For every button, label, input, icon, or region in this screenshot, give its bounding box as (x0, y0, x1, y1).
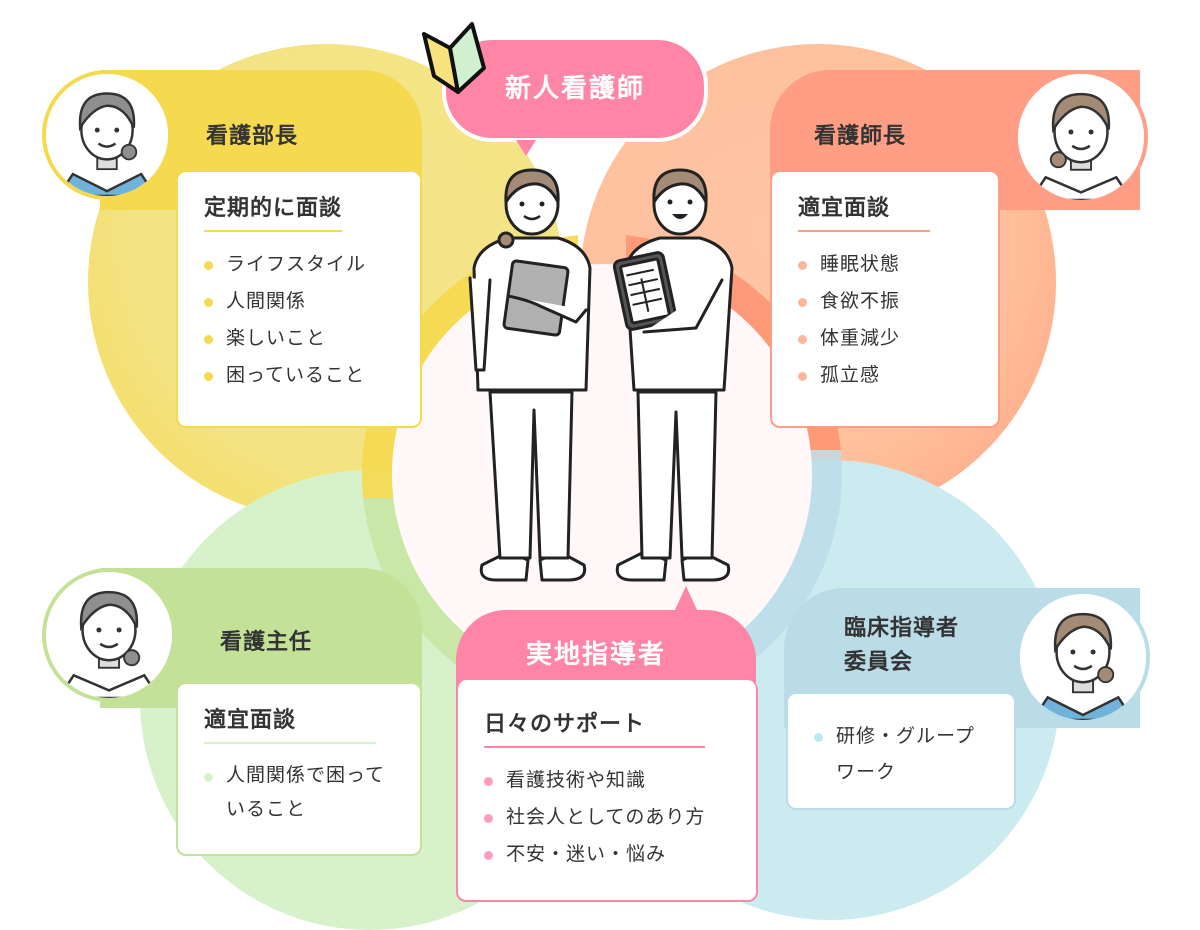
preceptor-panel: 日々のサポート 看護技術や知識 社会人としてのあり方 不安・迷い・悩み (456, 680, 758, 902)
preceptor-pointer (674, 586, 698, 612)
chief-nurse-panel: 適宜面談 人間関係で困っていること (176, 682, 422, 856)
head-nurse-avatar (1014, 70, 1148, 204)
list-item: 困っていること (204, 357, 394, 394)
preceptor-title: 実地指導者 (526, 640, 667, 670)
list-item: 人間関係で困っていること (204, 758, 394, 826)
nurse-avatar-icon (1018, 74, 1144, 200)
nurse-avatar-icon (46, 572, 172, 698)
nursing-director-title: 看護部長 (206, 124, 299, 149)
list-item: 研修・グループワーク (814, 718, 988, 790)
nursing-director-panel: 定期的に面談 ライフスタイル 人間関係 楽しいこと 困っていること (176, 170, 422, 428)
nursing-director-list: ライフスタイル 人間関係 楽しいこと 困っていること (204, 246, 394, 394)
list-item: 看護技術や知識 (484, 762, 730, 799)
preceptor-panel-heading: 日々のサポート (484, 706, 706, 748)
head-nurse-title: 看護師長 (814, 124, 907, 149)
chief-nurse-panel-heading: 適宜面談 (204, 702, 377, 744)
list-item: 不安・迷い・悩み (484, 836, 730, 873)
female-nurse-figure-icon (468, 168, 592, 582)
chief-nurse-list: 人間関係で困っていること (204, 758, 394, 826)
list-item: 睡眠状態 (798, 246, 972, 283)
clinical-committee-title-line1: 臨床指導者 (844, 616, 960, 641)
clinical-committee-panel: 研修・グループワーク (786, 692, 1016, 810)
male-nurse-figure-icon (612, 168, 734, 582)
list-item: 人間関係 (204, 283, 394, 320)
clinical-committee-avatar (1016, 590, 1150, 724)
chief-nurse-avatar (42, 568, 176, 702)
nurse-avatar-icon (1020, 594, 1146, 720)
clinical-committee-title-line2: 委員会 (844, 650, 914, 675)
preceptor-list: 看護技術や知識 社会人としてのあり方 不安・迷い・悩み (484, 762, 730, 873)
clinical-committee-list: 研修・グループワーク (814, 718, 988, 790)
nursing-director-avatar (42, 70, 172, 200)
nursing-director-panel-heading: 定期的に面談 (204, 190, 343, 232)
new-nurse-title: 新人看護師 (504, 74, 645, 104)
clinical-committee-title: 臨床指導者 委員会 (844, 612, 959, 680)
beginner-leaf-icon (422, 22, 486, 94)
nurse-avatar-icon (46, 74, 168, 196)
list-item: ライフスタイル (204, 246, 394, 283)
list-item: 楽しいこと (204, 320, 394, 357)
head-nurse-panel-heading: 適宜面談 (798, 190, 931, 232)
list-item: 社会人としてのあり方 (484, 799, 730, 836)
head-nurse-panel: 適宜面談 睡眠状態 食欲不振 体重減少 孤立感 (770, 170, 1000, 428)
list-item: 孤立感 (798, 357, 972, 394)
list-item: 食欲不振 (798, 283, 972, 320)
new-nurse-bubble: 新人看護師 (442, 36, 708, 156)
chief-nurse-title: 看護主任 (220, 630, 313, 655)
list-item: 体重減少 (798, 320, 972, 357)
head-nurse-list: 睡眠状態 食欲不振 体重減少 孤立感 (798, 246, 972, 394)
